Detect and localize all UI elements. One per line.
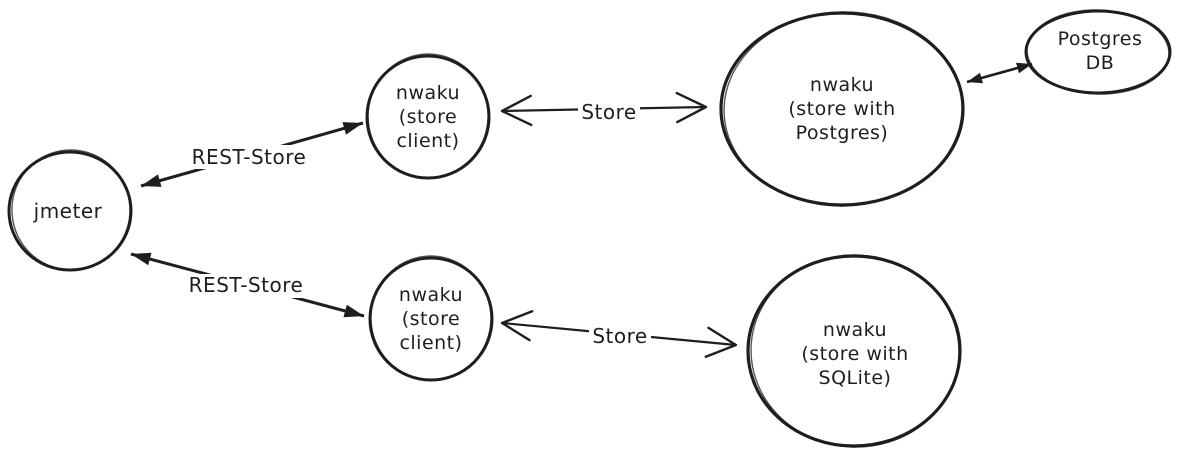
store-client-top-label-line2: (store <box>399 106 457 128</box>
node-postgres-db: Postgres DB <box>1024 9 1172 95</box>
store-postgres-circle-sketch-stroke <box>723 11 963 207</box>
node-store-client-top: nwaku (store client) <box>365 53 491 180</box>
store-postgres-label-line3: Postgres) <box>796 122 889 144</box>
postgres-db-label-line2: DB <box>1086 52 1115 74</box>
edge-store-bottom: Store <box>500 310 738 358</box>
postgres-db-label-line1: Postgres <box>1058 28 1143 50</box>
store-postgres-circle <box>719 11 965 207</box>
store-top-label-background <box>578 99 640 125</box>
store-sqlite-circle <box>746 254 962 448</box>
store-sqlite-circle-sketch-stroke <box>750 254 960 448</box>
store-client-bottom-label-line1: nwaku <box>399 284 463 306</box>
store-bottom-label: Store <box>592 324 647 348</box>
store-sqlite-label-line1: nwaku <box>823 319 887 341</box>
store-sqlite-label-line3: SQLite) <box>819 367 892 389</box>
rest-store-top-label-background <box>184 145 314 169</box>
postgres-db-ellipse <box>1024 9 1172 95</box>
rest-store-top-label: REST-Store <box>192 145 307 169</box>
store-bottom-label-background <box>589 324 651 350</box>
jmeter-circle-sketch-stroke <box>11 149 131 271</box>
store-client-bottom-label-line2: (store <box>402 308 460 330</box>
store-client-top-circle-sketch-stroke <box>367 53 489 179</box>
store-client-bottom-circle-sketch-stroke <box>370 255 492 381</box>
store-postgres-label-line2: (store with <box>788 98 895 120</box>
store-client-bottom-label-line3: client) <box>399 332 462 354</box>
store-top-label: Store <box>581 100 636 124</box>
node-jmeter: jmeter <box>7 149 133 272</box>
jmeter-label: jmeter <box>33 199 103 223</box>
postgres-link-double-arrow <box>966 62 1033 84</box>
edge-rest-store-bottom: REST-Store <box>130 252 365 318</box>
store-sqlite-label-line2: (store with <box>801 343 908 365</box>
store-client-top-label-line1: nwaku <box>396 82 460 104</box>
edge-rest-store-top: REST-Store <box>140 121 364 188</box>
node-store-client-bottom: nwaku (store client) <box>368 255 494 382</box>
rest-store-bottom-label: REST-Store <box>189 273 304 297</box>
edge-store-top: Store <box>500 91 708 127</box>
node-store-postgres: nwaku (store with Postgres) <box>719 11 965 207</box>
node-store-sqlite: nwaku (store with SQLite) <box>746 254 962 448</box>
edge-postgres-link <box>966 62 1033 84</box>
rest-store-bottom-label-background <box>181 274 313 298</box>
store-client-top-label-line3: client) <box>396 130 459 152</box>
postgres-db-ellipse-sketch-stroke <box>1026 9 1170 95</box>
store-postgres-label-line1: nwaku <box>810 74 874 96</box>
